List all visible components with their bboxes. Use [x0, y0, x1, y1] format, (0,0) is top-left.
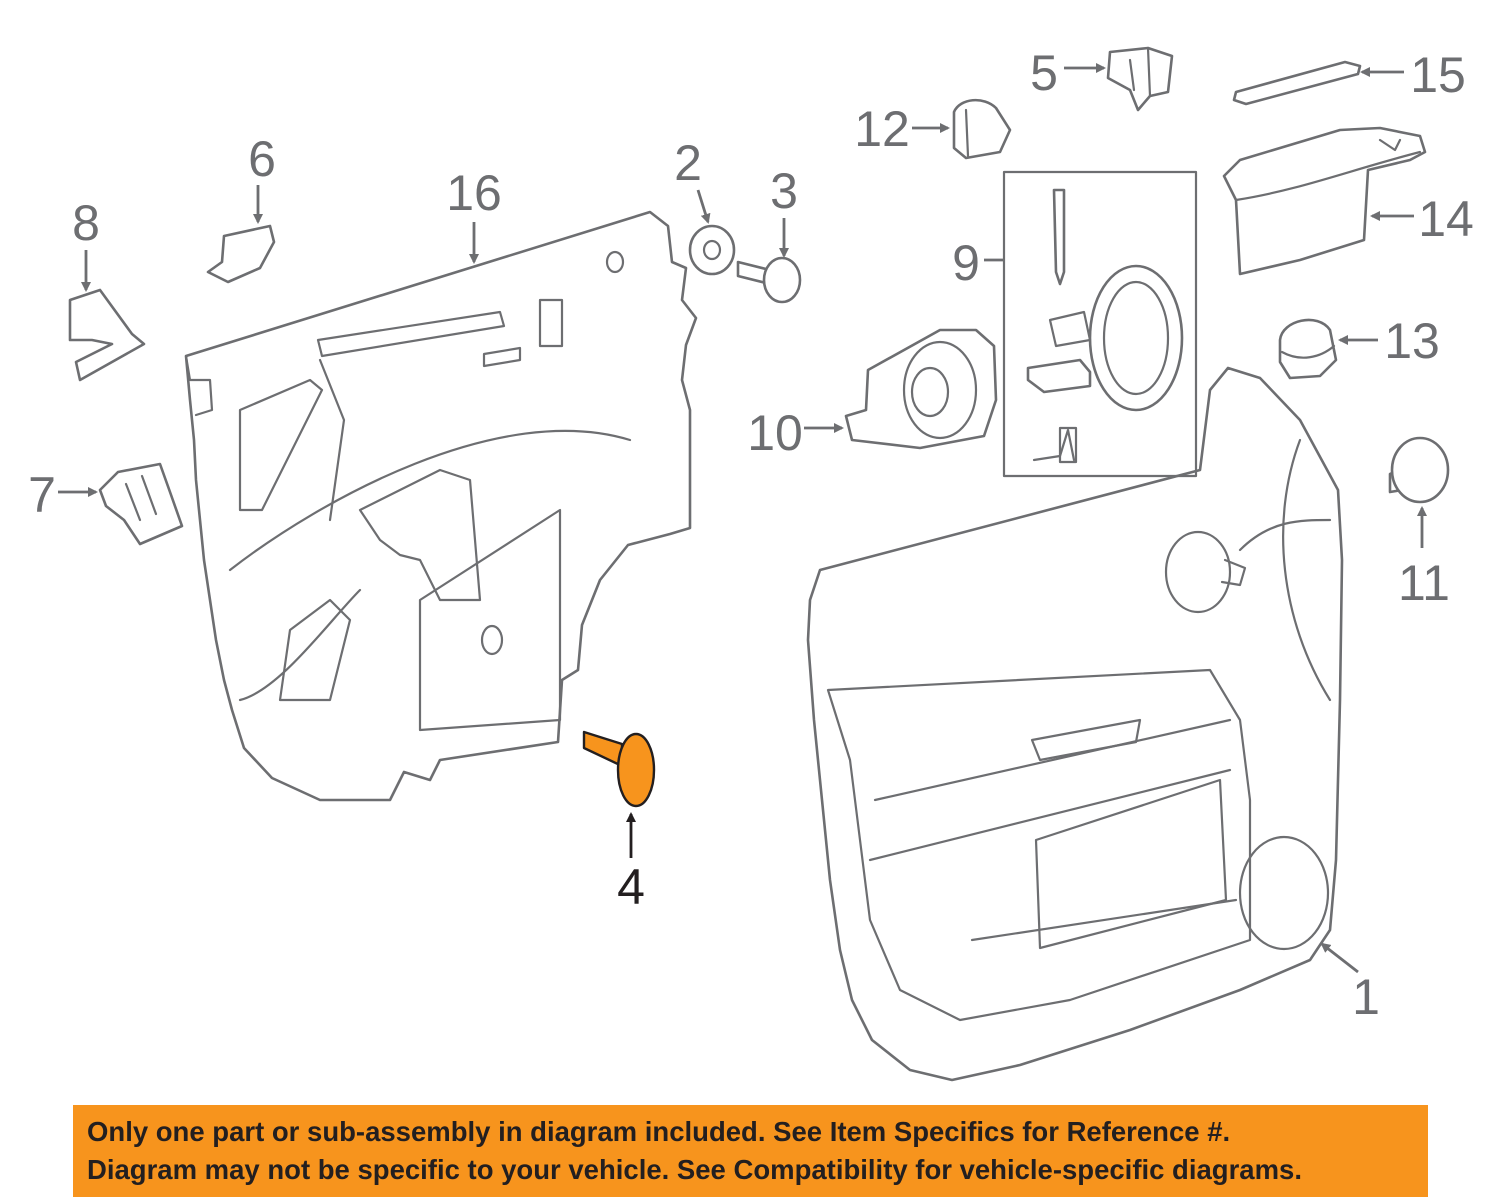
disclaimer-line-2: Diagram may not be specific to your vehi…: [87, 1154, 1302, 1185]
part-8-bracket: [68, 288, 146, 382]
leader-1: [1320, 942, 1359, 974]
callout-labels: 1 2 3 4 5 6 7 8 9 10 11 12 13 14 15 16: [28, 45, 1474, 1025]
part-15-strip: [1232, 60, 1362, 106]
part-6-clip: [206, 224, 276, 284]
leader-2: [696, 189, 711, 224]
callout-3: 3: [770, 163, 798, 219]
callout-4: 4: [617, 859, 645, 915]
callout-9: 9: [952, 235, 980, 291]
part-14-pull-cup: [1222, 126, 1427, 276]
part-4-push-pin-highlighted: [582, 730, 656, 808]
callout-8: 8: [72, 195, 100, 251]
part-3-push-pin: [736, 256, 802, 304]
part-10-speaker: [844, 328, 998, 450]
callout-2: 2: [674, 135, 702, 191]
part-11-cover: [1388, 436, 1450, 504]
disclaimer-line-1: Only one part or sub-assembly in diagram…: [87, 1116, 1231, 1147]
callout-12: 12: [854, 101, 910, 157]
callout-5: 5: [1030, 45, 1058, 101]
callout-13: 13: [1384, 313, 1440, 369]
callout-16: 16: [446, 165, 502, 221]
leader-lines: [58, 63, 1427, 974]
part-12-cap: [952, 98, 1012, 160]
callout-14: 14: [1418, 191, 1474, 247]
callout-11: 11: [1398, 555, 1450, 611]
part-7-clip: [98, 462, 184, 546]
part-2-washer: [688, 224, 736, 276]
part-13-knob: [1278, 318, 1338, 380]
callout-6: 6: [248, 131, 276, 187]
callout-10: 10: [747, 405, 803, 461]
part-9-handle-assembly: [1002, 170, 1198, 478]
part-5-clip: [1106, 46, 1174, 112]
part-1-door-trim-panel: [806, 366, 1344, 1082]
callout-15: 15: [1410, 47, 1466, 103]
callout-1: 1: [1352, 969, 1380, 1025]
callout-7: 7: [28, 467, 56, 523]
disclaimer-banner: Only one part or sub-assembly in diagram…: [73, 1105, 1428, 1197]
part-16-inner-panel: [184, 210, 698, 802]
